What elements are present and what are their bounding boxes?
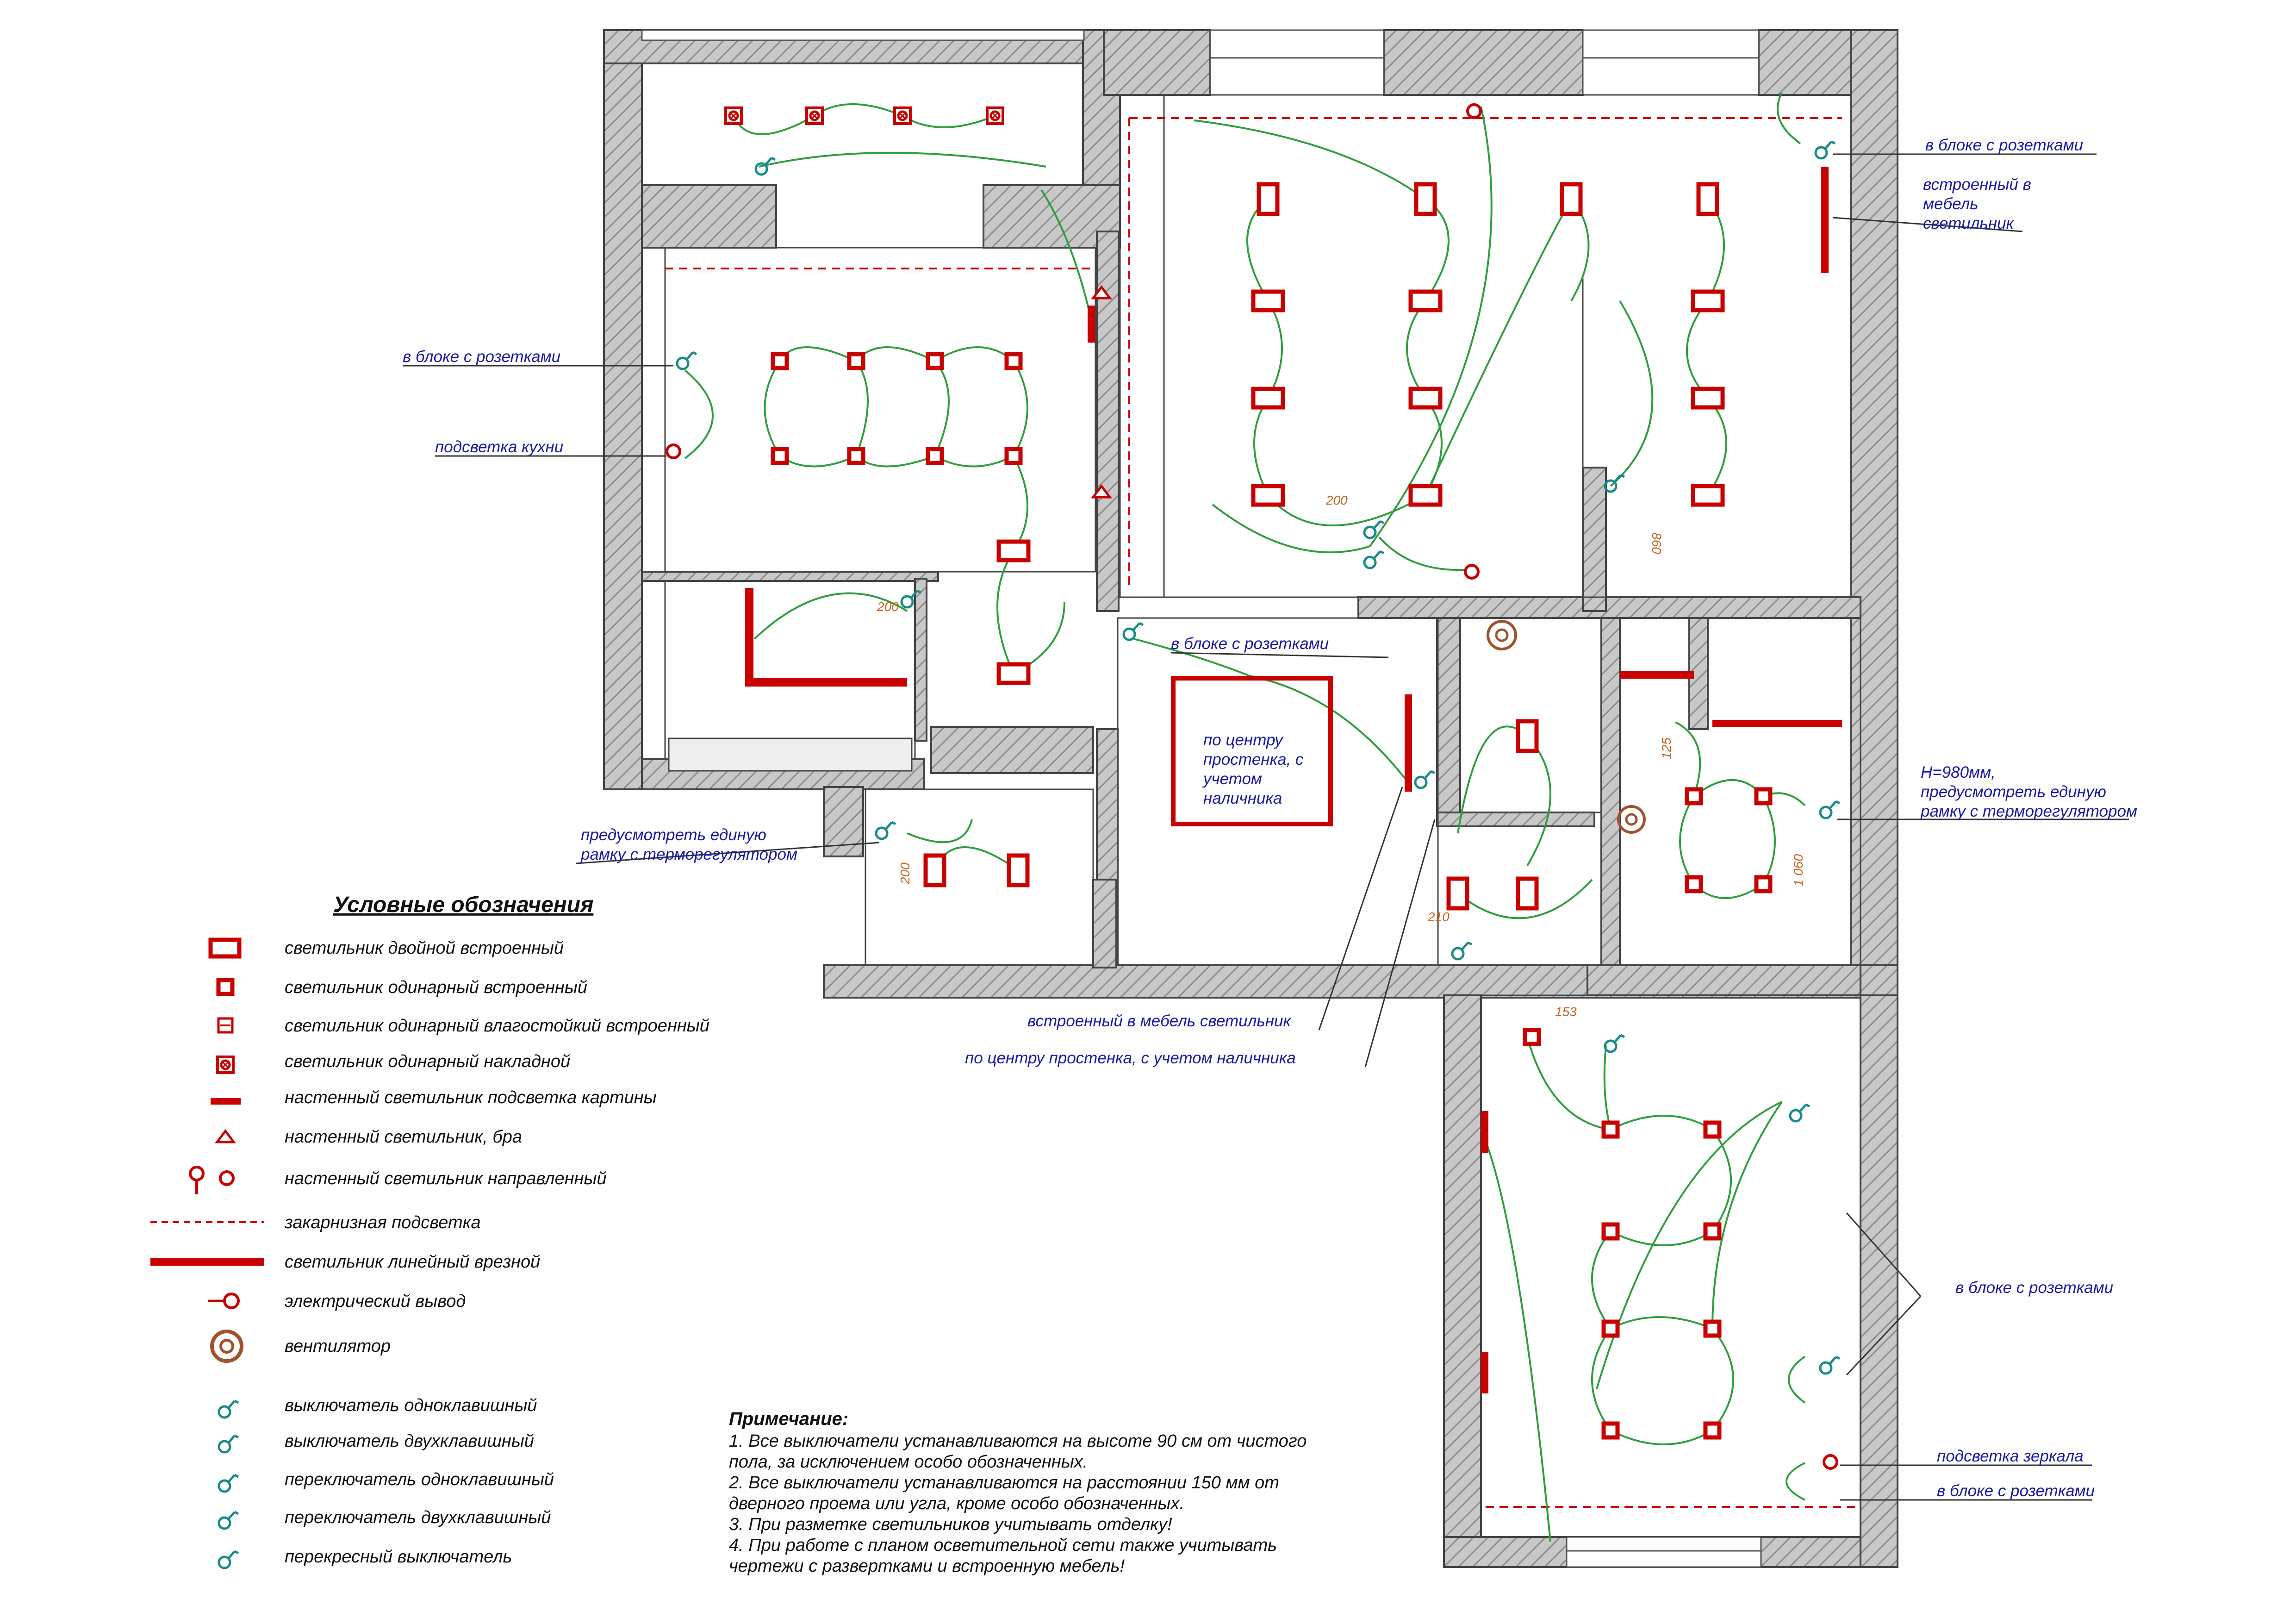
legend: Условные обозначения светильник двойной … [150,893,709,1568]
dimension-label: 200 [877,600,899,614]
annotation-kitchen-light: подсветка кухни [435,438,563,456]
notes: Примечание: 1. Все выключатели устанавли… [728,1409,1307,1576]
legend-item: электрический вывод [285,1292,466,1311]
legend-item: выключатель двухклавишный [285,1431,534,1451]
dimension-label: 210 [1427,910,1450,924]
annotation-height-2: предусмотреть единую [1921,783,2106,801]
legend-item: настенный светильник подсветка картины [285,1088,657,1107]
notes-line: 2. Все выключатели устанавливаются на ра… [728,1473,1279,1493]
dimensions: 200 860 200 125 200 210 1 060 153 [877,493,1805,1019]
annotation-center-wall-3: учетом [1202,770,1262,788]
annotation-frame-2: рамку с терморегулятором [580,845,797,863]
annotation-socket-block-4: в блоке с розетками [1955,1279,2113,1297]
legend-electric-outlet-icon [208,1293,240,1309]
notes-line: 3. При разметке светильников учитывать о… [729,1515,1172,1534]
legend-single-lamp-icon [216,978,235,996]
lamps [666,103,1842,1470]
notes-line: пола, за исключением особо обозначенных. [729,1452,1088,1472]
dimension-label: 153 [1555,1005,1577,1019]
legend-picture-light-icon [211,1098,241,1105]
legend-item: вентилятор [285,1337,391,1356]
annotation-furniture-lamp: встроенный в мебель светильник [1027,1012,1291,1030]
dimension-label: 860 [1649,532,1664,554]
legend-switch1-icon [219,1401,238,1418]
annotation-socket-block-3: в блоке с розетками [1171,635,1329,653]
notes-line: 1. Все выключатели устанавливаются на вы… [729,1431,1307,1451]
annotation-socket-block-2: в блоке с розетками [403,348,560,366]
annotation-center-wall-5: по центру простенка, с учетом наличника [965,1049,1296,1067]
legend-surface-lamp-icon [218,1057,233,1073]
annotation-built-in-2: мебель [1923,195,1979,213]
legend-item: светильник линейный врезной [285,1252,540,1272]
annotations: в блоке с розетками встроенный в мебель … [403,136,2137,1500]
legend-bra-icon [215,1129,236,1143]
notes-line: дверного проема или угла, кроме особо об… [729,1494,1184,1513]
notes-line: чертежи с развертками и встроенную мебел… [729,1556,1125,1576]
annotation-socket-block-5: в блоке с розетками [1937,1482,2095,1500]
annotation-center-wall-4: наличника [1203,789,1282,807]
windows [641,29,1762,1568]
legend-item: настенный светильник направленный [285,1169,607,1188]
legend-item: светильник одинарный влагостойкий встрое… [285,1016,709,1036]
dimension-label: 200 [898,862,912,885]
legend-item: закарнизная подсветка [284,1213,481,1232]
annotation-center-wall: по центру [1203,731,1284,749]
annotation-mirror-light: подсветка зеркала [1937,1447,2084,1465]
interior-lines [664,94,1861,1538]
annotation-frame: предусмотреть единую [581,826,766,844]
legend-item: переключатель двухклавишный [285,1508,551,1527]
legend-fan-icon [210,1330,243,1363]
legend-title: Условные обозначения [333,893,593,917]
legend-switch2-icon [219,1436,238,1452]
legend-directed-lamp-icon [189,1166,235,1194]
legend-wet-lamp-icon [217,1017,234,1034]
legend-item: переключатель одноклавишный [285,1470,554,1489]
legend-item: выключатель одноклавишный [285,1396,537,1415]
wiring [684,92,1806,1542]
annotation-center-wall-2: простенка, с [1203,750,1304,768]
annotation-built-in-3: светильник [1923,214,2015,232]
annotation-height: H=980мм, [1921,763,1996,781]
legend-item: настенный светильник, бра [285,1127,522,1147]
annotation-height-3: рамку с терморегулятором [1920,802,2137,820]
dimension-label: 1 060 [1791,854,1805,887]
legend-double-lamp-icon [208,937,242,959]
legend-cross-switch-icon [219,1551,238,1568]
dimension-label: 200 [1325,493,1348,507]
notes-line: 4. При работе с планом осветительной сет… [729,1536,1277,1555]
leader-lines [403,153,2129,1501]
legend-item: перекресный выключатель [285,1547,512,1567]
legend-item: светильник одинарный встроенный [285,978,587,997]
dimension-label: 125 [1659,737,1674,759]
legend-item: светильник двойной встроенный [285,938,564,958]
notes-title: Примечание: [729,1409,848,1429]
legend-toggle1-icon [219,1475,238,1492]
legend-item: светильник одинарный накладной [285,1052,570,1071]
legend-linear-lamp-icon [150,1258,264,1266]
annotation-built-in: встроенный в [1923,175,2031,194]
legend-toggle2-icon [219,1512,238,1529]
annotation-socket-block: в блоке с розетками [1925,136,2083,154]
